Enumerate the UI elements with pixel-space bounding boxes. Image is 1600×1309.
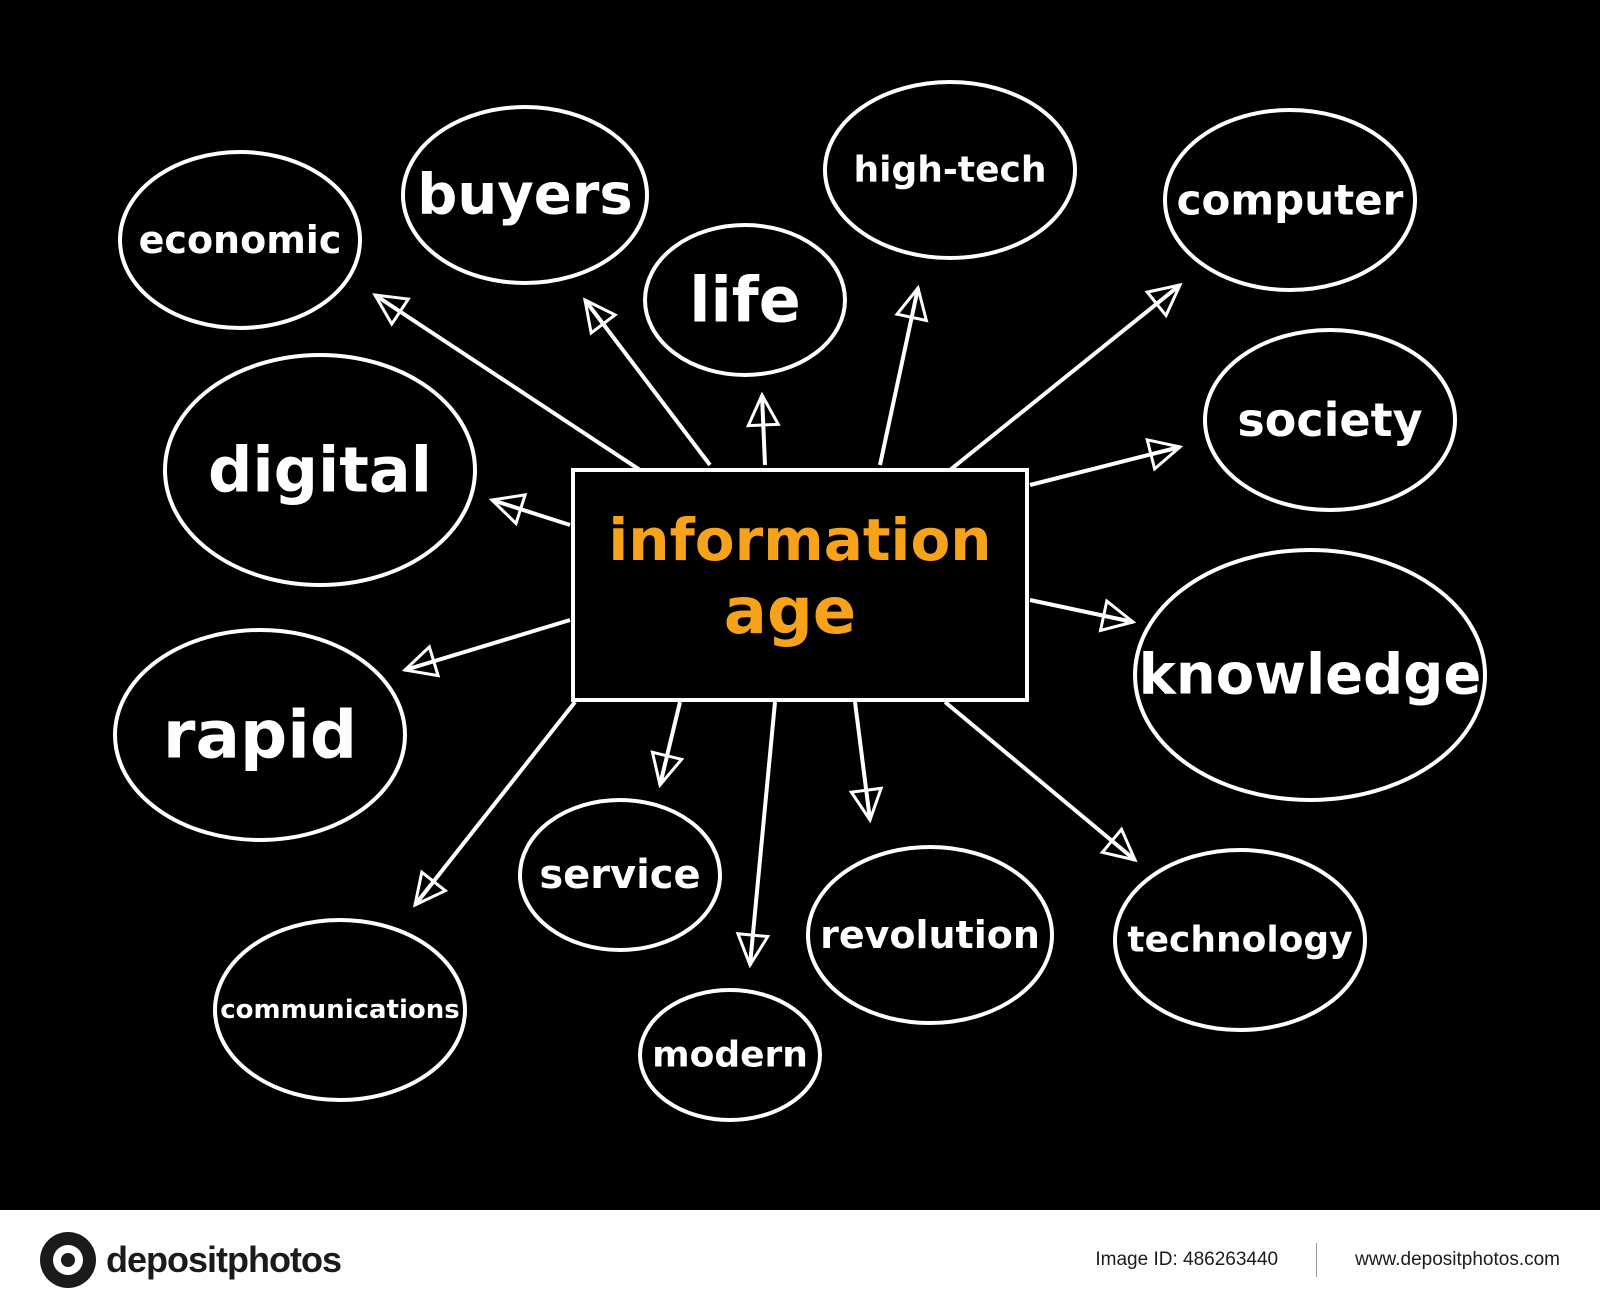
arrow-line-buyers [583,298,712,467]
node-ellipse-computer [1163,108,1417,292]
arrow-line-digital [491,498,571,527]
camera-logo-icon [40,1231,96,1288]
arrow-head-buyers [582,297,618,336]
node-ellipse-rapid [113,628,407,842]
node-label-life: life [689,264,801,337]
node-ellipse-communications [213,918,467,1102]
footer-divider [1316,1242,1318,1277]
arrow-head-life [745,391,781,428]
node-label-computer: computer [1177,176,1404,225]
arrow-line-life [760,394,767,466]
arrow-line-communications [413,700,577,907]
node-digital: digital [163,353,477,587]
arrow-head-high-tech [894,284,929,323]
mind-map-canvas: information age economic buyers life high-t… [113,80,1487,1122]
center-node: information age [571,468,1029,702]
arrow-head-service [650,750,685,789]
arrow-line-service [658,701,682,786]
node-ellipse-service [518,798,722,952]
arrows-layer [372,282,1184,969]
node-label-economic: economic [139,218,342,262]
center-title-line2: age [724,575,856,649]
node-service: service [518,798,722,952]
arrow-line-technology [943,700,1137,862]
arrow-head-modern [735,931,771,969]
node-label-service: service [539,852,700,898]
arrow-head-revolution [848,786,884,824]
site-url: www.depositphotos.com [1355,1248,1560,1270]
node-computer: computer [1163,108,1417,292]
node-knowledge: knowledge [1133,548,1487,802]
node-label-modern: modern [652,1035,808,1076]
watermark-footer: depositphotos Image ID: 486263440 www.de… [0,1210,1600,1309]
arrow-line-knowledge [1029,598,1134,624]
image-id-label: Image ID: 486263440 [1095,1248,1279,1270]
node-life: life [643,223,847,377]
node-label-rapid: rapid [163,697,357,774]
arrow-head-knowledge [1098,598,1137,633]
node-ellipse-knowledge [1133,548,1487,802]
node-ellipse-economic [118,150,362,330]
node-ellipse-buyers [401,105,649,285]
node-label-knowledge: knowledge [1139,643,1482,708]
node-communications: communications [213,918,467,1102]
nodes-layer: economic buyers life high-tech computer socie… [113,80,1487,1122]
node-label-revolution: revolution [820,913,1040,957]
arrow-line-society [1029,445,1181,487]
node-ellipse-life [643,223,847,377]
node-ellipse-technology [1113,848,1367,1032]
node-ellipse-society [1203,328,1457,512]
node-modern: modern [638,988,822,1122]
arrow-line-computer [948,283,1182,472]
footer-info: Image ID: 486263440 www.depositphotos.co… [1095,1242,1560,1277]
node-ellipse-digital [163,353,477,587]
arrow-line-revolution [853,701,872,821]
node-buyers: buyers [401,105,649,285]
center-title-line1: information [608,506,991,574]
node-rapid: rapid [113,628,407,842]
arrow-line-economic [373,293,642,472]
arrow-head-rapid [401,644,441,678]
node-economic: economic [118,150,362,330]
node-high-tech: high-tech [823,80,1077,260]
center-box [571,468,1029,702]
node-label-digital: digital [208,434,432,507]
node-technology: technology [1113,848,1367,1032]
arrow-head-communications [412,869,449,908]
node-ellipse-revolution [806,845,1054,1025]
node-label-communications: communications [220,995,460,1025]
arrow-head-computer [1144,282,1183,319]
mind-map-diagram: information age economic buyers life high-t… [113,80,1487,1122]
node-revolution: revolution [806,845,1054,1025]
node-ellipse-high-tech [823,80,1077,260]
arrow-head-society [1145,437,1184,472]
node-label-technology: technology [1127,920,1352,961]
arrow-line-modern [748,701,777,966]
node-label-society: society [1237,393,1422,447]
brand-name: depositphotos [106,1238,342,1280]
node-ellipse-modern [638,988,822,1122]
node-society: society [1203,328,1457,512]
arrow-head-technology [1099,826,1138,863]
arrow-head-economic [372,293,411,327]
arrow-head-digital [488,493,528,527]
node-label-high-tech: high-tech [854,150,1047,191]
brand-logo: depositphotos [40,1231,342,1288]
node-label-buyers: buyers [417,163,632,228]
